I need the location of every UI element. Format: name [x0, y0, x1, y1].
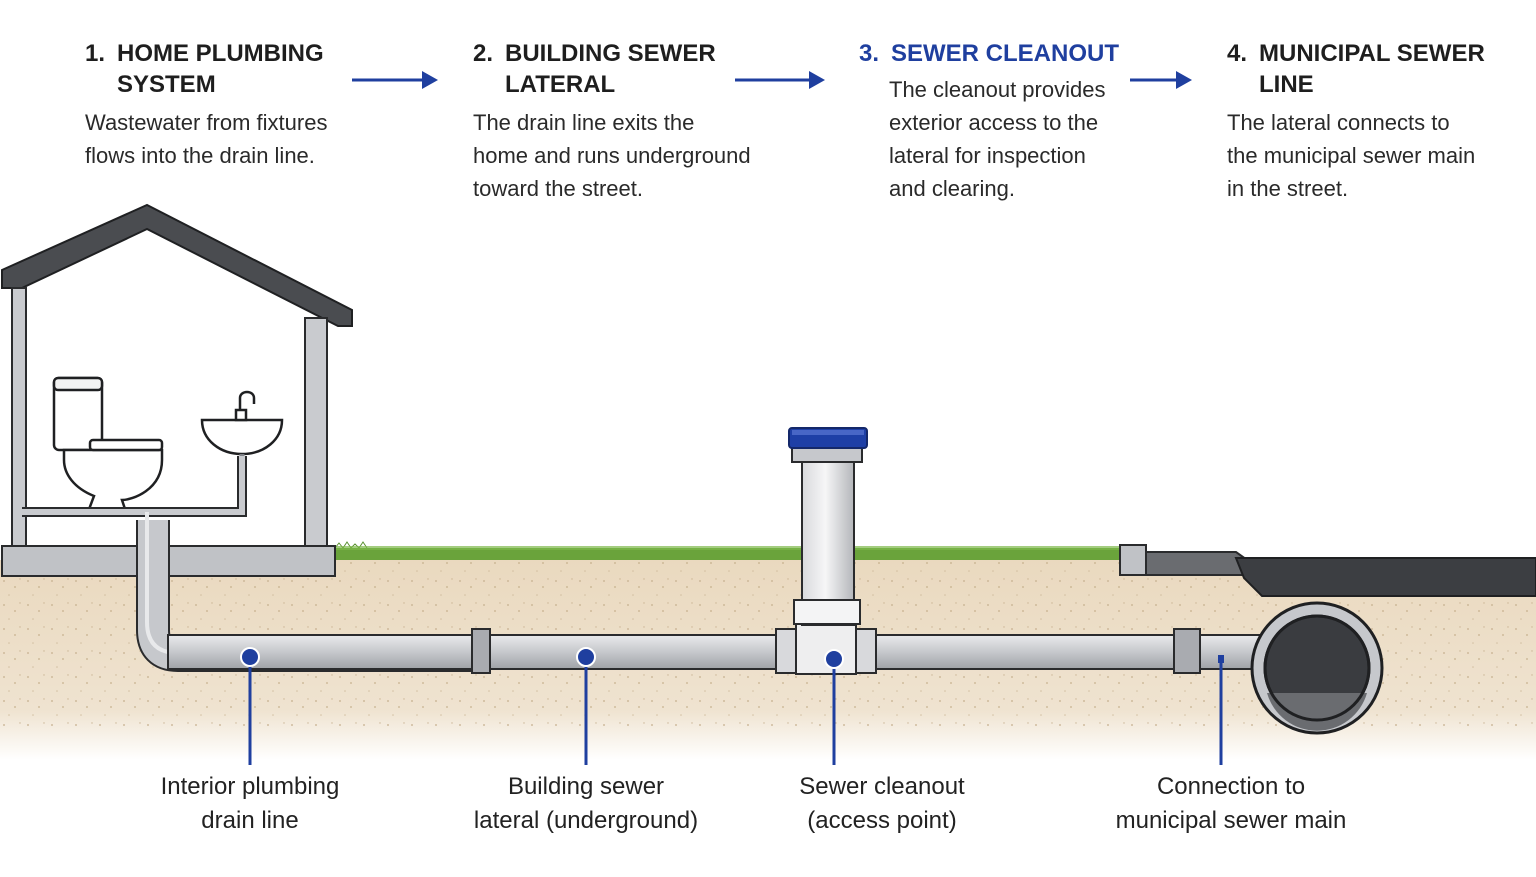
step-2-description: The drain line exits the home and runs u… — [473, 106, 773, 205]
step-2-desc-line: The drain line exits the — [473, 110, 695, 135]
callout-municipal-connection: Connection to municipal sewer main — [1091, 770, 1371, 838]
step-3-desc-line: lateral for inspection — [889, 143, 1086, 168]
step-2: 2. BUILDING SEWER LATERAL The drain line e… — [473, 38, 773, 205]
step-4-desc-line: The lateral connects to — [1227, 110, 1450, 135]
step-4-desc-line: in the street. — [1227, 176, 1349, 201]
step-4: 4. MUNICIPAL SEWER LINE The lateral connec… — [1227, 38, 1507, 205]
callout-dot-cleanout — [824, 649, 844, 669]
callout-label-line: lateral (underground) — [473, 807, 699, 834]
callout-label-line: (access point) — [807, 807, 957, 834]
step-3-desc-line: and clearing. — [889, 176, 1015, 201]
step-1: 1. HOME PLUMBING SYSTEM Wastewater from fi… — [85, 38, 365, 172]
callout-building-sewer-lateral: Building sewer lateral (underground) — [456, 770, 716, 838]
toilet-icon — [52, 376, 164, 514]
arrow-right-icon — [735, 71, 825, 89]
step-2-desc-line: toward the street. — [473, 176, 643, 201]
callout-dot-lateral — [576, 647, 596, 667]
step-4-title: 4. MUNICIPAL SEWER LINE — [1227, 38, 1507, 100]
callout-dot-interior — [240, 647, 260, 667]
step-3-desc-line: The cleanout provides — [889, 77, 1106, 102]
step-1-desc-line: Wastewater from fixtures — [85, 110, 328, 135]
callout-label-line: Sewer cleanout — [799, 773, 965, 800]
callout-label-line: Interior plumbing — [160, 773, 340, 800]
step-1-description: Wastewater from fixtures flows into the … — [85, 106, 365, 172]
step-1-title-line1: HOME PLUMBING — [117, 40, 324, 67]
step-3-title-line1: SEWER CLEANOUT — [891, 40, 1119, 67]
grass — [334, 541, 1120, 560]
step-4-desc-line: the municipal sewer main — [1227, 143, 1476, 168]
callout-label-line: Building sewer — [507, 773, 665, 800]
step-4-title-line2: LINE — [1259, 71, 1314, 98]
step-3-description: The cleanout provides exterior access to… — [859, 73, 1119, 205]
callout-label-line: Connection to — [1156, 773, 1306, 800]
step-4-title-line1: MUNICIPAL SEWER — [1259, 40, 1485, 67]
callout-interior-plumbing: Interior plumbing drain line — [120, 770, 380, 838]
step-3-title: 3. SEWER CLEANOUT — [859, 38, 1119, 69]
street — [1119, 544, 1536, 597]
callout-label-line: municipal sewer main — [1115, 807, 1347, 834]
step-4-description: The lateral connects to the municipal se… — [1227, 106, 1507, 205]
step-3-desc-line: exterior access to the — [889, 110, 1099, 135]
step-4-number: 4. — [1227, 40, 1248, 67]
step-3: 3. SEWER CLEANOUT The cleanout provides e… — [859, 38, 1119, 205]
step-1-title-line2: SYSTEM — [117, 71, 216, 98]
arrow-right-icon — [352, 71, 438, 89]
step-2-title-line1: BUILDING SEWER — [505, 40, 716, 67]
step-1-title: 1. HOME PLUMBING SYSTEM — [85, 38, 365, 100]
step-2-desc-line: home and runs underground — [473, 143, 751, 168]
callout-dot-connection — [1218, 655, 1224, 663]
sewer-main-icon — [1250, 601, 1384, 735]
step-2-title: 2. BUILDING SEWER LATERAL — [473, 38, 773, 100]
cleanout — [775, 445, 877, 675]
callout-label-line: drain line — [201, 807, 299, 834]
callout-sewer-cleanout: Sewer cleanout (access point) — [752, 770, 1012, 838]
callout-dots — [240, 647, 1224, 669]
step-1-desc-line: flows into the drain line. — [85, 143, 315, 168]
step-1-number: 1. — [85, 40, 106, 67]
step-2-number: 2. — [473, 40, 494, 67]
callout-leaders — [248, 657, 1223, 765]
cleanout-cap-icon — [788, 427, 868, 449]
arrow-right-icon — [1130, 71, 1192, 89]
step-2-title-line2: LATERAL — [505, 71, 616, 98]
step-3-number: 3. — [859, 40, 880, 67]
lateral-pipe — [167, 628, 1261, 674]
